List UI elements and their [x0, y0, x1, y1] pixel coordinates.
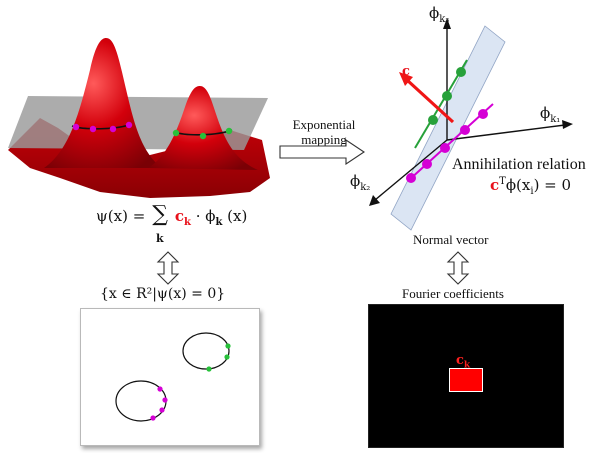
coef-block-label: ck: [456, 353, 470, 371]
magenta-point: [150, 415, 156, 421]
green-point: [199, 132, 207, 140]
sum-index: k: [156, 232, 164, 245]
coefficient-block: [449, 368, 483, 392]
green-point: [206, 366, 212, 372]
magenta-point: [406, 173, 416, 183]
axis-k2: [374, 139, 448, 201]
magenta-point: [460, 125, 470, 135]
magenta-point: [162, 397, 168, 403]
small-peak: [148, 86, 258, 170]
coef-block-c: c: [456, 353, 464, 368]
green-point: [428, 115, 438, 125]
mapping-label-line1: Exponential: [292, 117, 356, 132]
coef-c-subscript: k: [183, 217, 191, 228]
magenta-point: [440, 143, 450, 153]
axis-k1: [446, 124, 566, 141]
axis-k1-subscript: k₁: [550, 114, 561, 125]
zero-set-formula: {x ∈ R²|ψ(x) = 0}: [100, 286, 226, 302]
phi-argument: (x): [227, 207, 248, 225]
green-point: [442, 91, 452, 101]
zero-level-set-panel: [80, 308, 260, 446]
fourier-coefficients-panel: ck: [368, 304, 564, 448]
axis-k2-arrowhead: [369, 195, 380, 206]
green-point: [224, 354, 230, 360]
magenta-point: [422, 159, 432, 169]
axis-k3-arrowhead: [443, 18, 451, 29]
magenta-point: [89, 125, 97, 133]
magenta-point: [109, 125, 117, 133]
magenta-point: [72, 123, 80, 131]
feature-space-plot: [369, 18, 573, 231]
magenta-point: [157, 386, 163, 392]
phi-term: · ϕ: [195, 207, 216, 225]
axis-k1-phi: ϕ: [540, 104, 551, 122]
green-point: [225, 127, 233, 135]
annihilation-equation: cTϕ(xi) = 0: [490, 176, 571, 197]
normal-vector-label: Normal vector: [413, 232, 489, 247]
double-arrow-left: [156, 251, 180, 285]
vector-c-label: c: [402, 64, 410, 79]
fourier-coefficients-label: Fourier coefficients: [402, 286, 504, 301]
magenta-point: [478, 109, 488, 119]
eq-index: i: [530, 186, 534, 197]
eq-c-symbol: c: [490, 176, 500, 194]
coef-c-symbol: c: [174, 207, 184, 225]
axis-k1-label: ϕk₁: [540, 104, 560, 125]
formula-lhs: ψ(x) =: [96, 207, 146, 225]
axis-k2-label: ϕk₂: [350, 172, 370, 193]
axis-k2-phi: ϕ: [350, 172, 361, 190]
sum-sign: ∑: [152, 202, 168, 227]
green-point: [225, 343, 231, 349]
mapping-label-line2: mapping: [301, 132, 347, 147]
normal-vector-arrowhead: [399, 72, 413, 86]
annihilation-title: Annihilation relation: [452, 156, 586, 173]
green-point: [456, 67, 466, 77]
phi-subscript: k: [215, 217, 223, 228]
double-arrow-right: [446, 251, 470, 285]
axis-k3-subscript: k₃: [439, 14, 450, 25]
surface-3d-plot: [8, 38, 270, 198]
axis-k3-phi: ϕ: [429, 4, 440, 22]
axis-k3-label: ϕk₃: [429, 4, 449, 25]
eq-phi: ϕ(x: [505, 176, 531, 194]
normal-vector-c: [405, 78, 455, 124]
ellipse-upper: [182, 332, 230, 370]
exponential-mapping-label: Exponential mapping: [281, 117, 367, 147]
magenta-point: [125, 121, 133, 129]
tall-peak: [44, 38, 162, 168]
eq-tail: ) = 0: [533, 176, 572, 194]
zero-level-set-plot: [115, 332, 231, 422]
eq-transpose: T: [499, 176, 506, 187]
green-point: [172, 129, 180, 137]
axis-k2-subscript: k₂: [360, 182, 371, 193]
coef-block-subscript: k: [463, 360, 471, 371]
mapping-arrow: [279, 139, 365, 165]
annihilating-plane: [390, 25, 506, 231]
axis-k1-arrowhead: [562, 120, 573, 129]
magenta-point: [159, 407, 165, 413]
psi-expansion-formula: ψ(x) = ∑ k ck · ϕk (x): [96, 204, 248, 246]
